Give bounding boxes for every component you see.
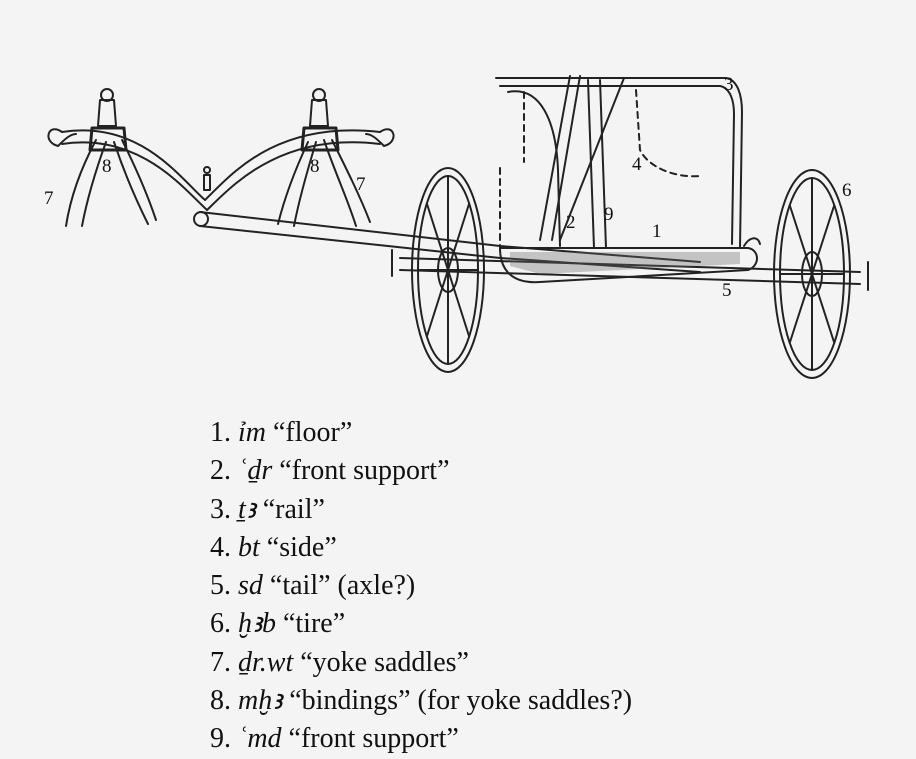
callout-4: 4 [632, 154, 642, 175]
legend-meaning: “yoke saddles” [300, 646, 469, 678]
axle [391, 249, 869, 291]
legend-term: ỉm [238, 417, 266, 448]
callout-7-right: 7 [356, 174, 366, 195]
callout-9: 9 [604, 204, 614, 225]
legend-term: mḫꜣ [238, 685, 283, 717]
legend-term: bt [238, 531, 260, 563]
callout-1: 1 [652, 221, 662, 242]
legend-meaning: “bindings” [289, 685, 411, 717]
callout-7-left: 7 [44, 188, 54, 209]
legend-note: (axle?) [337, 570, 416, 602]
legend-number: 5. [210, 570, 231, 602]
yoke [47, 128, 395, 211]
legend-number: 2. [210, 455, 231, 487]
legend-number: 7. [210, 646, 231, 678]
floor-mesh [510, 252, 740, 274]
legend-meaning: “tire” [282, 608, 346, 640]
callout-6: 6 [842, 180, 852, 201]
legend-meaning: “front support” [288, 723, 459, 755]
callout-2: 2 [566, 212, 576, 233]
legend-term: ṯꜣ [238, 493, 256, 525]
legend-meaning: “side” [266, 531, 337, 563]
bindings [88, 126, 340, 152]
legend-item: 6. ḫꜣb “tire” [210, 605, 632, 643]
legend-item: 7. ḏr.wt “yoke saddles” [210, 644, 632, 682]
legend-term: ʿḏr [238, 455, 273, 487]
legend-item: 4. bt “side” [210, 529, 632, 567]
legend-meaning: “rail” [262, 493, 325, 525]
legend-item: 2. ʿḏr “front support” [210, 452, 632, 490]
legend-item: 1. ỉm “floor” [210, 414, 632, 452]
callout-8-right: 8 [310, 156, 320, 177]
legend-number: 6. [210, 608, 231, 640]
chariot-diagram: 1 2 3 4 5 6 7 7 8 8 9 [44, 74, 869, 379]
legend-item: 9. ʿmd “front support” [210, 720, 632, 758]
legend-term: ḏr.wt [238, 646, 294, 678]
yoke-finials [97, 88, 329, 191]
wheel-left [411, 167, 485, 373]
legend-list: 1. ỉm “floor” 2. ʿḏr “front support” 3… [210, 414, 632, 759]
legend-term: sd [238, 570, 263, 602]
legend-meaning: “floor” [273, 417, 353, 448]
legend-number: 1. [210, 417, 231, 448]
legend-note: (for yoke saddles?) [417, 685, 633, 717]
legend-number: 4. [210, 531, 231, 563]
wheel-right [773, 169, 851, 379]
legend-number: 8. [210, 685, 231, 717]
legend-term: ḫꜣb [238, 608, 276, 640]
legend-term: ʿmd [238, 723, 282, 755]
legend-meaning: “tail” [269, 570, 331, 602]
legend-item: 3. ṯꜣ “rail” [210, 491, 632, 529]
legend-number: 3. [210, 493, 231, 525]
callout-3: 3 [724, 74, 734, 95]
chariot-body [495, 75, 761, 284]
callout-5: 5 [722, 280, 732, 301]
legend-item: 8. mḫꜣ “bindings” (for yoke saddles?) [210, 682, 632, 720]
legend-number: 9. [210, 723, 231, 755]
legend-item: 5. sd “tail” (axle?) [210, 567, 632, 605]
legend-meaning: “front support” [279, 455, 450, 487]
callout-8-left: 8 [102, 156, 112, 177]
